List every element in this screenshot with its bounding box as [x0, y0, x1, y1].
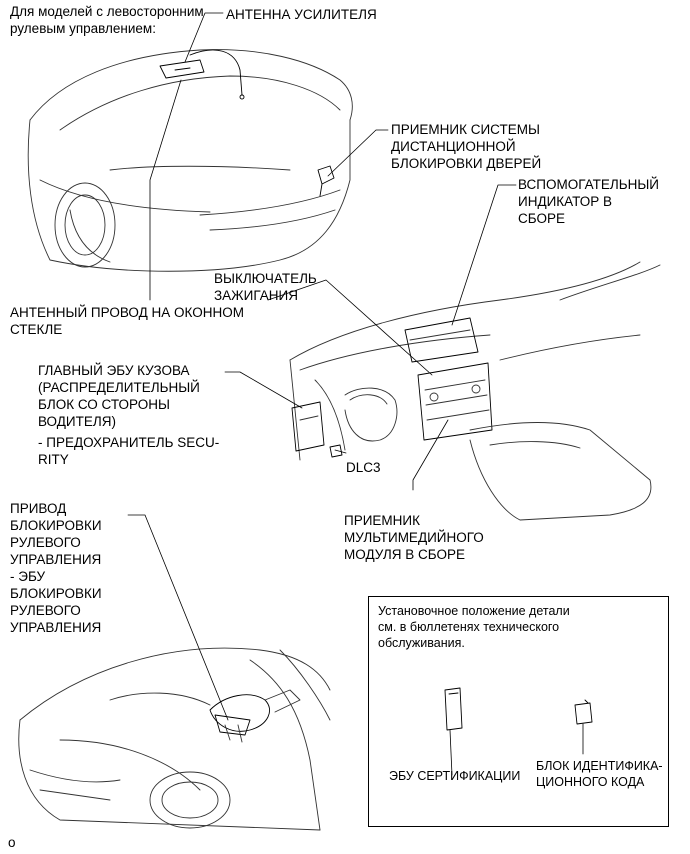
- rear-car-drawing: [27, 49, 353, 272]
- security-fuse-label: - ПРЕДОХРАНИТЕЛЬ SECU- RITY: [38, 435, 220, 467]
- lhd-model-note: Для моделей с левосторонним рулевым упра…: [10, 4, 204, 36]
- leader-lines: [127, 12, 584, 776]
- dashboard-drawing: [289, 261, 661, 521]
- id-code-box-label: БЛОК ИДЕНТИФИКА- ЦИОННОГО КОДА: [536, 759, 663, 789]
- front-car-drawing: [18, 647, 331, 831]
- steering-lock-label: ПРИВОД БЛОКИРОВКИ РУЛЕВОГО УПРАВЛЕНИЯ - …: [10, 501, 102, 635]
- figure-code: o: [8, 835, 16, 850]
- window-antenna-label: АНТЕННЫЙ ПРОВОД НА ОКОННОМ СТЕКЛЕ: [10, 305, 244, 337]
- amplifier-antenna-label: АНТЕННА УСИЛИТЕЛЯ: [226, 7, 377, 22]
- certification-ecu-label: ЭБУ СЕРТИФИКАЦИИ: [389, 769, 521, 783]
- aux-indicator-label: ВСПОМОГАТЕЛЬНЫЙ ИНДИКАТОР В СБОРЕ: [518, 177, 659, 226]
- dlc3-label: DLC3: [346, 460, 381, 475]
- main-body-ecu-label: ГЛАВНЫЙ ЭБУ КУЗОВА (РАСПРЕДЕЛИТЕЛЬНЫЙ БЛ…: [38, 363, 200, 429]
- multimedia-receiver-label: ПРИЕМНИК МУЛЬТИМЕДИЙНОГО МОДУЛЯ В СБОРЕ: [344, 513, 484, 562]
- installation-note-box: [368, 596, 669, 827]
- installation-note-text: Установочное положение детали см. в бюлл…: [378, 604, 570, 650]
- ignition-switch-label: ВЫКЛЮЧАТЕЛЬ ЗАЖИГАНИЯ: [214, 271, 317, 303]
- info-box-components: [444, 687, 593, 731]
- door-lock-receiver-label: ПРИЕМНИК СИСТЕМЫ ДИСТАНЦИОННОЙ БЛОКИРОВК…: [391, 122, 542, 171]
